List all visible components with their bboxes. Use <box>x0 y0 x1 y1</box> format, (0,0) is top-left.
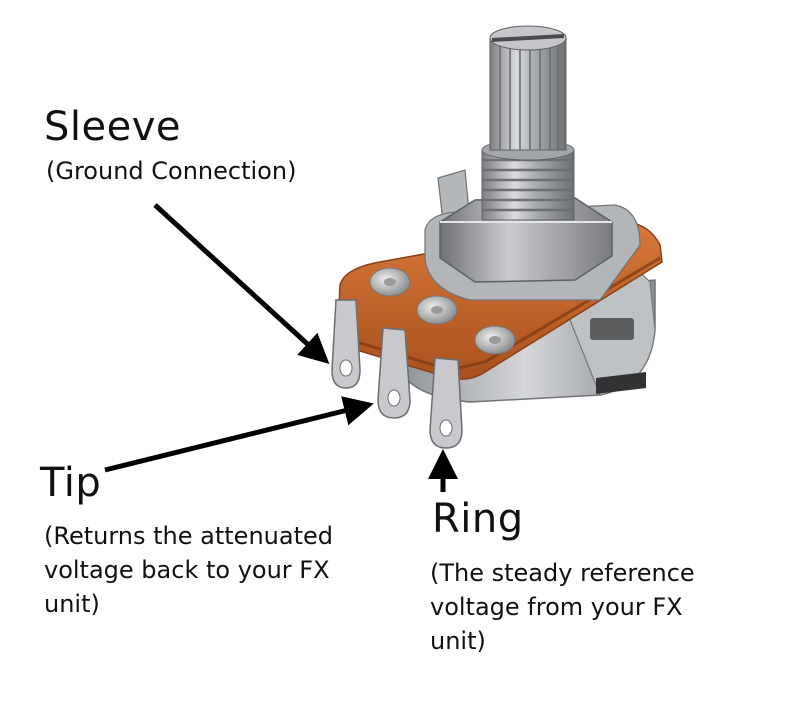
lug-tip <box>377 327 411 419</box>
threaded-bushing <box>481 139 575 221</box>
ring-description: (The steady reference voltage from your … <box>430 559 695 655</box>
tip-title: Tip <box>40 460 102 506</box>
lug-sleeve <box>331 299 361 389</box>
lug-ring <box>429 357 463 449</box>
knurled-shaft <box>489 25 567 151</box>
rivets <box>369 267 516 355</box>
sleeve-arrow <box>153 203 330 365</box>
sleeve-title: Sleeve <box>44 104 182 150</box>
ring-title: Ring <box>432 496 524 542</box>
sleeve-description: (Ground Connection) <box>46 157 297 185</box>
tip-description: (Returns the attenuated voltage back to … <box>44 522 333 618</box>
tip-arrow <box>104 396 374 473</box>
